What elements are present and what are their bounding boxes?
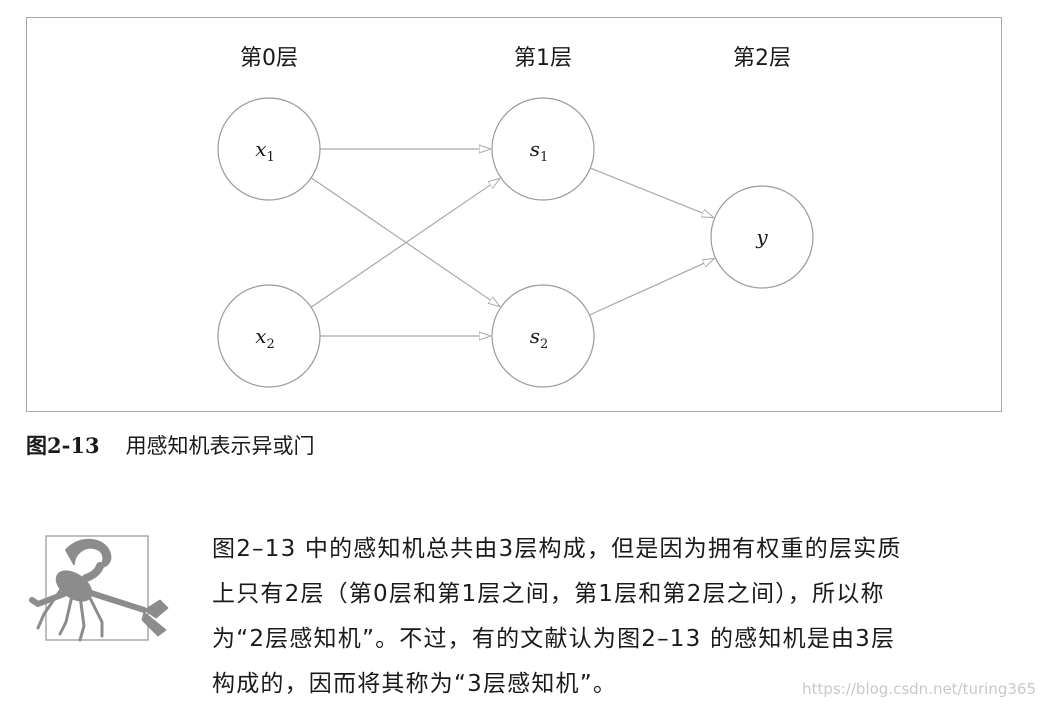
- node-subscript: 2: [540, 337, 548, 352]
- network-diagram: x1x2s1s2y 第0层第1层第2层: [217, 46, 814, 388]
- node-subscript: 1: [540, 150, 548, 165]
- edge-s1-to-y: [590, 167, 713, 218]
- note-paragraph: 图2–13 中的感知机总共由3层构成，但是因为拥有权重的层实质 上只有2层（第0…: [212, 527, 1012, 707]
- node-symbol: y: [755, 225, 768, 249]
- caption-text: 用感知机表示异或门: [125, 434, 315, 458]
- node-label: s2: [530, 324, 549, 352]
- edge-x2-to-s1: [310, 178, 500, 308]
- layer-label: 第1层: [514, 46, 572, 71]
- layer-label: 第2层: [733, 46, 791, 71]
- node-label: x1: [255, 137, 275, 165]
- node-label: s1: [530, 137, 549, 165]
- node-x1: [217, 97, 321, 201]
- figure-caption: 图2-13 用感知机表示异或门: [26, 430, 315, 460]
- layer-label: 第0层: [240, 46, 298, 71]
- node-symbol: s: [530, 324, 540, 348]
- caption-number: 图2-13: [26, 433, 100, 458]
- node-label: y: [755, 225, 768, 249]
- note-line: 构成的，因而将其称为“3层感知机”。: [212, 671, 618, 697]
- scorpion-icon: [29, 535, 169, 642]
- node-symbol: x: [255, 324, 266, 348]
- node-subscript: 1: [267, 150, 275, 165]
- node-y: [710, 185, 814, 289]
- node-x2: [217, 284, 321, 388]
- watermark: https://blog.csdn.net/turing365: [802, 680, 1036, 698]
- node-subscript: 2: [267, 337, 275, 352]
- node-s1: [491, 97, 595, 201]
- node-s2: [491, 284, 595, 388]
- node-symbol: s: [530, 137, 540, 161]
- edge-s2-to-y: [589, 258, 714, 316]
- note-line: 图2–13 中的感知机总共由3层构成，但是因为拥有权重的层实质: [212, 536, 902, 562]
- node-label: x2: [255, 324, 275, 352]
- node-symbol: x: [255, 137, 266, 161]
- note-line: 上只有2层（第0层和第1层之间，第1层和第2层之间），所以称: [212, 581, 885, 607]
- note-line: 为“2层感知机”。不过，有的文献认为图2–13 的感知机是由3层: [212, 626, 896, 652]
